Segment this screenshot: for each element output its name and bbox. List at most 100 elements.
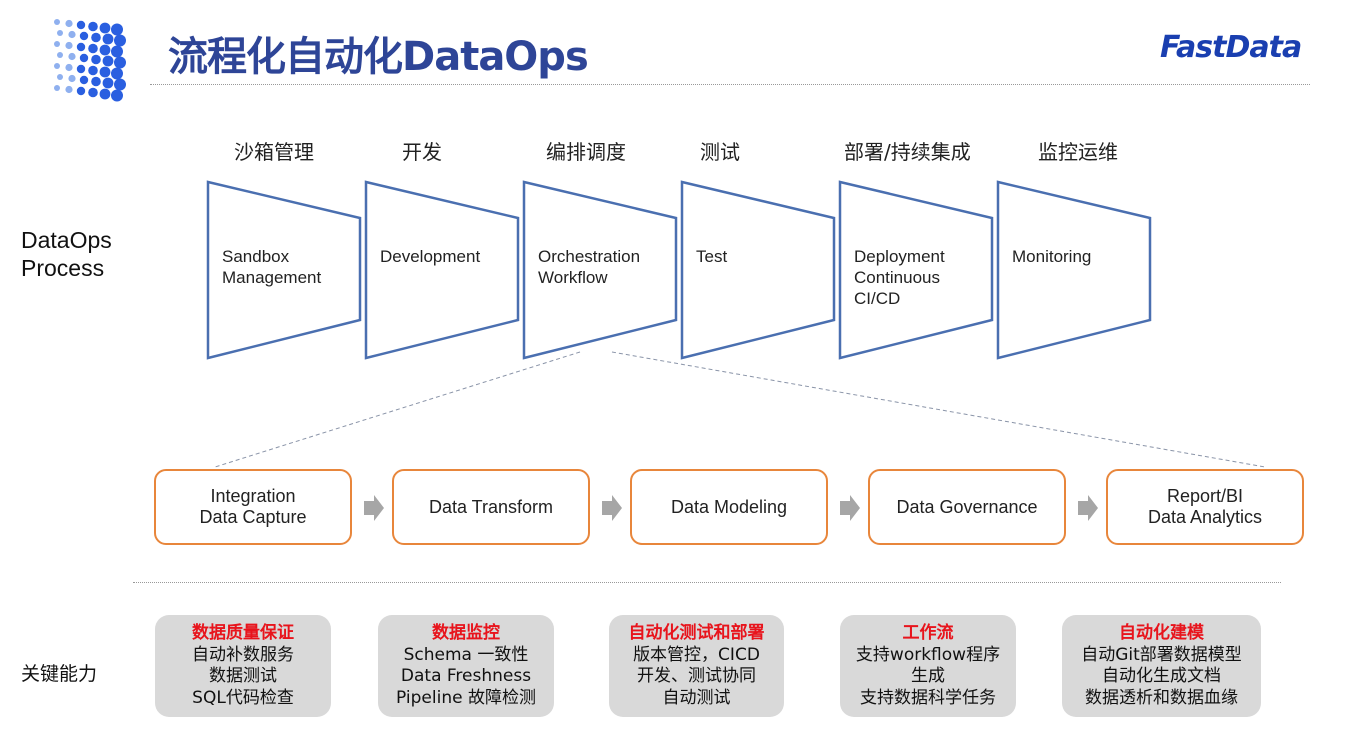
logo-dot [102,33,114,45]
logo-dot [57,74,63,80]
logo-dot [111,89,123,102]
stage-en-label: Orchestration Workflow [538,247,641,287]
arrow-right-icon [1078,495,1098,521]
logo-dot [79,53,89,63]
logo-dot [65,85,73,94]
section-divider [133,582,1281,583]
logo-dot [99,22,111,34]
stage-en-label: Sandbox Management [222,247,322,287]
logo-dot [91,54,101,65]
logo-dot [111,23,123,36]
logo-dot [99,44,111,56]
capability-line: 自动补数服务 [192,644,294,665]
capability-line: 支持数据科学任务 [860,687,996,708]
stage-shape [996,180,1152,360]
stage-en-label: Deployment Continuous CI/CD [854,247,945,308]
logo-dot [102,55,114,67]
logo-dot [88,21,98,32]
arrow-right-icon [840,495,860,521]
logo-dot [102,77,114,89]
stage-cn-label: 编排调度 [546,140,626,164]
logo-dot [65,63,73,72]
brand-logo: FastData [1160,30,1302,65]
logo-dot [68,74,76,83]
logo-dot [79,31,89,41]
arrow-right-icon [364,495,384,521]
logo-dot [88,65,98,76]
pipeline-step: Data Modeling [630,469,828,545]
logo-dot [114,56,126,69]
capability-line: 自动Git部署数据模型 [1081,644,1242,665]
title-divider [150,84,1310,85]
stage-cn-label: 沙箱管理 [234,140,314,164]
capability-card: 工作流支持workflow程序生成支持数据科学任务 [840,615,1016,717]
pipeline-step: Integration Data Capture [154,469,352,545]
cube-logo-icon [54,19,126,102]
capability-line: Data Freshness [400,666,532,686]
logo-dot [88,43,98,54]
stage-cn-label: 测试 [700,140,740,164]
logo-dot [54,41,60,47]
stage-cn-label: 监控运维 [1038,140,1118,164]
stage-shape [206,180,362,360]
logo-dot [76,20,86,30]
arrow-right-icon [602,495,622,521]
stage-cn-label: 部署/持续集成 [844,140,971,164]
logo-dot [65,19,73,28]
stage-shape [838,180,994,360]
logo-dot [76,86,86,96]
capability-title: 数据监控 [432,623,500,643]
capability-line: 自动化生成文档 [1102,666,1221,686]
capability-card: 自动化建模自动Git部署数据模型自动化生成文档数据透析和数据血缘 [1062,615,1261,717]
logo-dot [114,78,126,91]
capability-line: Pipeline 故障检测 [396,687,536,708]
logo-dot [54,85,60,91]
capability-line: SQL代码检查 [192,687,294,708]
capability-line: 开发、测试协同 [637,666,756,686]
logo-dot [54,63,60,69]
capability-line: 数据透析和数据血缘 [1085,687,1238,708]
capability-title: 自动化测试和部署 [628,623,765,643]
capability-title: 自动化建模 [1119,623,1204,643]
logo-dot [76,64,86,74]
stage-en-label: Test [696,247,728,266]
logo-dot [99,88,111,100]
page-title: 流程化自动化DataOps [168,34,589,80]
logo-dot [111,67,123,80]
capability-line: 自动测试 [662,687,731,708]
logo-dot [114,34,126,47]
logo-dot [91,76,101,87]
capability-line: 支持workflow程序 [855,644,1001,665]
logo-dot [111,45,123,58]
process-label: DataOps Process [21,227,112,281]
logo-dot [91,32,101,43]
capability-line: 生成 [911,666,945,686]
logo-dot [79,75,89,85]
stage-shape [680,180,836,360]
logo-dot [88,87,98,98]
pipeline-step: Data Transform [392,469,590,545]
logo-dot [57,52,63,58]
logo-dot [68,30,76,39]
stage-shape [364,180,520,360]
logo-dot [57,30,63,36]
stage-shape [522,180,678,360]
pipeline-step: Report/BI Data Analytics [1106,469,1304,545]
zoom-line-right [611,351,1266,468]
logo-dot [68,52,76,61]
stage-cn-label: 开发 [402,140,442,164]
logo-dot [76,42,86,52]
capabilities-label: 关键能力 [21,663,98,685]
capability-line: Schema 一致性 [403,644,529,665]
stage-en-label: Development [380,247,481,266]
stage-en-label: Monitoring [1012,247,1092,266]
logo-dot [99,66,111,78]
capability-title: 工作流 [902,623,954,643]
zoom-line-left [214,351,581,468]
logo-dot [54,19,60,25]
